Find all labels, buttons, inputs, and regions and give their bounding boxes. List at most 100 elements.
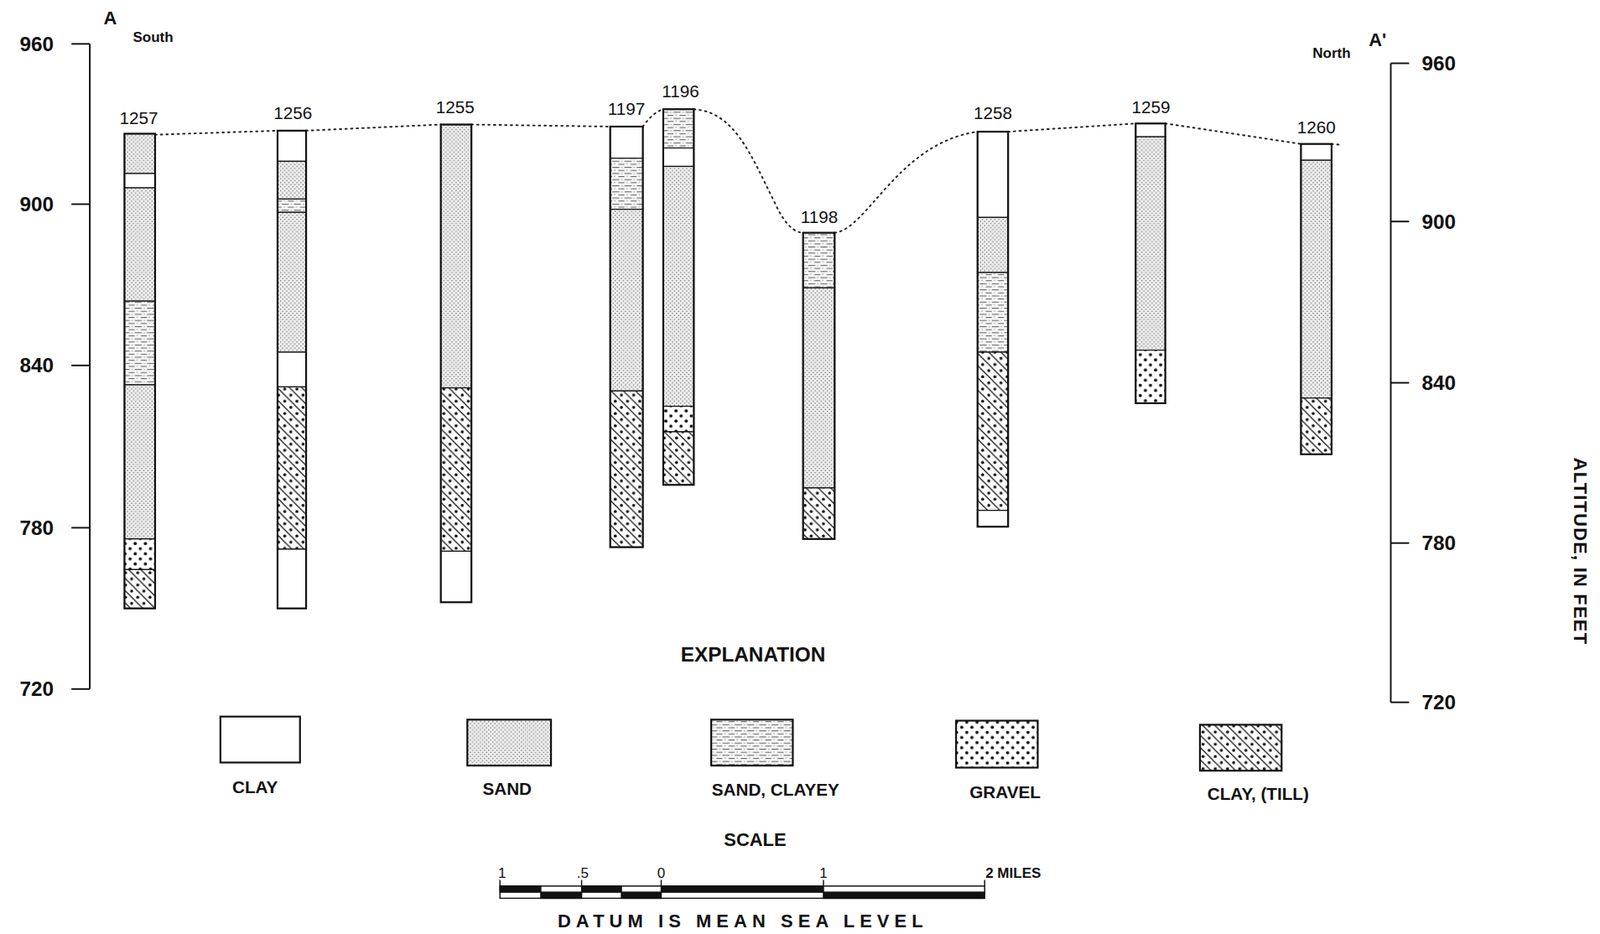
strata-layer: [610, 209, 644, 392]
well-column: [124, 133, 156, 608]
well-outline: [663, 109, 695, 485]
well-logs: [124, 109, 1331, 608]
well-column: [803, 233, 836, 540]
right-axis: [1390, 62, 1409, 702]
well-outline: [610, 126, 644, 548]
strata-layer: [277, 352, 307, 387]
strata-layer: [441, 550, 473, 603]
well-outline: [977, 131, 1009, 527]
strata-layer: [663, 148, 695, 167]
axis-tick-label: 900: [1421, 210, 1456, 234]
strata-layer: [1300, 144, 1332, 161]
direction-label: North: [1312, 45, 1351, 62]
strata-layer: [277, 161, 307, 199]
well-number: 1259: [1132, 98, 1171, 119]
direction-label: South: [132, 30, 173, 47]
axis-tick-label: 960: [19, 32, 54, 56]
strata-layer: [977, 217, 1009, 273]
strata-layer: [441, 388, 473, 552]
strata-layer: [124, 173, 156, 188]
strata-layer: [663, 109, 695, 148]
well-column: [610, 126, 644, 548]
strata-layer: [1300, 398, 1332, 455]
strata-layer: [277, 212, 307, 353]
well-outline: [441, 124, 473, 603]
strata-layer: [124, 301, 156, 385]
well-number: 1198: [800, 208, 838, 229]
strata-layer: [277, 549, 307, 609]
strata-layer: [277, 386, 307, 550]
scale-tick-label: 2 MILES: [985, 866, 1041, 883]
legend-swatch: [220, 716, 301, 764]
axis-tick-label: 720: [1421, 690, 1456, 714]
well-number: 1260: [1297, 119, 1336, 139]
well-column: [1135, 123, 1165, 404]
legend-label: SAND: [482, 780, 532, 800]
well-number: 1256: [273, 104, 312, 125]
axis-title: ALTITUDE, IN FEET: [1569, 457, 1590, 646]
legend-label: CLAY: [232, 779, 278, 799]
strata-layer: [124, 384, 156, 540]
well-column: [663, 109, 695, 485]
well-column: [1300, 144, 1332, 455]
strata-layer: [610, 126, 644, 159]
scale-tick-label: 1: [819, 866, 827, 883]
well-number: 1258: [973, 104, 1013, 125]
left-axis: [71, 43, 90, 689]
strata-layer: [977, 131, 1009, 218]
datum-note: DATUM IS MEAN SEA LEVEL: [557, 911, 929, 932]
well-number: 1196: [661, 83, 699, 103]
legend-heading: EXPLANATION: [680, 643, 826, 666]
legend-label: GRAVEL: [969, 784, 1041, 804]
well-column: [441, 124, 473, 603]
well-column: [277, 130, 307, 609]
axis-tick-label: 780: [19, 516, 54, 540]
scale-heading: SCALE: [723, 831, 786, 852]
strata-layer: [977, 352, 1009, 511]
section-end-label: A: [103, 9, 118, 30]
legend-swatch: [1200, 724, 1282, 771]
strata-layer: [124, 569, 156, 608]
strata-layer: [610, 158, 644, 210]
strata-layer: [977, 510, 1009, 527]
well-outline: [803, 233, 836, 540]
legend-swatch: [955, 721, 1038, 769]
axis-tick-label: 780: [1421, 531, 1456, 555]
axis-tick-label: 900: [19, 192, 54, 216]
well-outline: [124, 133, 156, 608]
axis-tick-label: 960: [1421, 51, 1456, 75]
strata-layer: [1300, 160, 1332, 399]
well-outline: [1135, 123, 1165, 404]
legend-label: SAND, CLAYEY: [711, 781, 840, 801]
axis-tick-label: 720: [19, 677, 54, 701]
strata-layer: [803, 287, 836, 489]
scale-bar: [499, 879, 985, 899]
strata-layer: [663, 166, 695, 406]
section-end-label: A': [1368, 31, 1387, 52]
strata-layer: [977, 272, 1009, 353]
strata-layer: [803, 233, 836, 289]
well-outline: [277, 130, 307, 609]
scale-tick-label: 0: [657, 866, 665, 883]
strata-layer: [124, 133, 156, 173]
strata-layer: [1135, 350, 1165, 404]
axis-tick-label: 840: [19, 353, 54, 377]
well-column: [977, 131, 1009, 527]
legend-swatches: [220, 716, 1282, 772]
strata-layer: [277, 198, 307, 213]
scale-tick-label: .5: [576, 866, 589, 883]
scale-tick-label: 1: [498, 866, 506, 883]
legend-swatch: [467, 719, 551, 766]
strata-layer: [1135, 123, 1165, 137]
strata-layer: [124, 539, 156, 571]
strata-layer: [441, 124, 473, 389]
strata-layer: [663, 406, 695, 432]
strata-layer: [610, 390, 644, 547]
strata-layer: [803, 488, 836, 540]
well-outline: [1300, 144, 1332, 455]
strata-layer: [124, 187, 156, 302]
well-number: 1255: [436, 98, 475, 119]
axis-tick-label: 840: [1421, 371, 1456, 395]
